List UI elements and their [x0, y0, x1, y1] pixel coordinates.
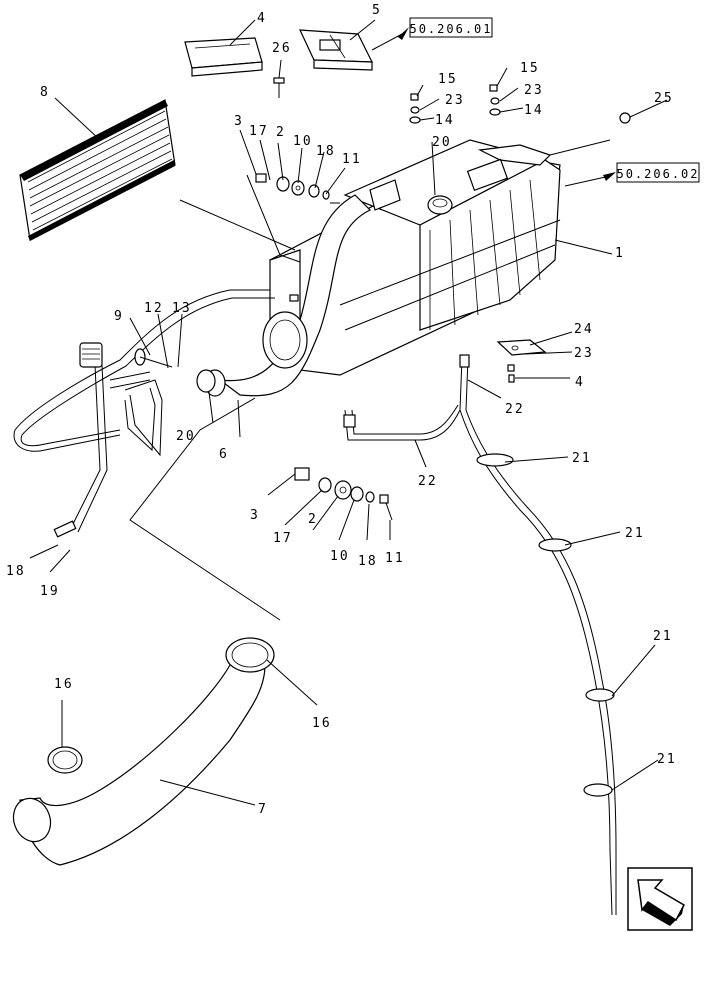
callout-21: 21	[657, 752, 677, 767]
callout-1: 1	[615, 246, 625, 261]
air-duct-7	[12, 637, 275, 866]
callout-4: 4	[575, 375, 585, 390]
callout-11: 11	[342, 152, 362, 167]
coolant-pipe-loop	[13, 289, 275, 538]
callout-13: 13	[172, 301, 192, 316]
bolt-26	[273, 77, 285, 98]
reference-box-top[interactable]: 50.206.01	[371, 17, 493, 51]
callout-24: 24	[574, 322, 594, 337]
heater-housing	[269, 139, 561, 376]
callout-3: 3	[250, 508, 260, 523]
callout-16: 16	[54, 677, 74, 692]
callout-23: 23	[574, 346, 594, 361]
bolt-stack-15-b	[489, 84, 501, 116]
duct-collar	[262, 311, 308, 369]
callout-17: 17	[249, 124, 269, 139]
fastener-stack-upper	[255, 173, 340, 204]
callout-19: 19	[40, 584, 60, 599]
callout-2: 2	[276, 125, 286, 140]
callout-20: 20	[176, 429, 196, 444]
callout-11: 11	[385, 551, 405, 566]
callout-21: 21	[653, 629, 673, 644]
callout-23: 23	[445, 93, 465, 108]
bracket-24	[496, 339, 547, 383]
reference-label: 50.206.02	[616, 167, 699, 181]
callout-14: 14	[524, 103, 544, 118]
reference-label: 50.206.01	[409, 22, 492, 36]
mount-bracket	[184, 37, 263, 77]
callout-15: 15	[520, 61, 540, 76]
callout-7: 7	[258, 802, 268, 817]
callout-21: 21	[572, 451, 592, 466]
callout-3: 3	[234, 114, 244, 129]
bolt-stack-15-a	[409, 93, 421, 124]
callout-2: 2	[308, 512, 318, 527]
reference-box-right[interactable]: 50.206.02	[564, 162, 700, 187]
drain-hose-22	[343, 354, 617, 916]
callout-18: 18	[6, 564, 26, 579]
callout-22: 22	[418, 474, 438, 489]
callout-23: 23	[524, 83, 544, 98]
screw-25	[619, 112, 631, 124]
callout-12: 12	[144, 301, 164, 316]
callout-21: 21	[625, 526, 645, 541]
callout-25: 25	[654, 91, 674, 106]
callout-5: 5	[372, 3, 382, 18]
callout-17: 17	[273, 531, 293, 546]
callout-18: 18	[358, 554, 378, 569]
control-module	[299, 29, 373, 71]
callout-20: 20	[432, 135, 452, 150]
callout-labels: 1 2 2 3 3 4 4 5 6 7 8 9 10 10 11 11 12 1…	[6, 3, 677, 817]
callout-6: 6	[219, 447, 229, 462]
callout-22: 22	[505, 402, 525, 417]
callout-18: 18	[316, 144, 336, 159]
callout-10: 10	[293, 134, 313, 149]
hose-clips-21	[476, 453, 615, 797]
callout-15: 15	[438, 72, 458, 87]
hose-clamp-20-top	[427, 195, 453, 215]
callout-26: 26	[272, 41, 292, 56]
callout-9: 9	[114, 309, 124, 324]
callout-10: 10	[330, 549, 350, 564]
filter-panel	[19, 99, 176, 241]
leader-lines	[29, 19, 668, 806]
callout-4: 4	[257, 11, 267, 26]
hose-clamp-20	[196, 369, 216, 393]
callout-8: 8	[40, 85, 50, 100]
callout-16: 16	[312, 716, 332, 731]
callout-14: 14	[435, 113, 455, 128]
arrow-up-left-icon[interactable]	[627, 867, 693, 931]
hose-clamp-16	[47, 746, 83, 774]
